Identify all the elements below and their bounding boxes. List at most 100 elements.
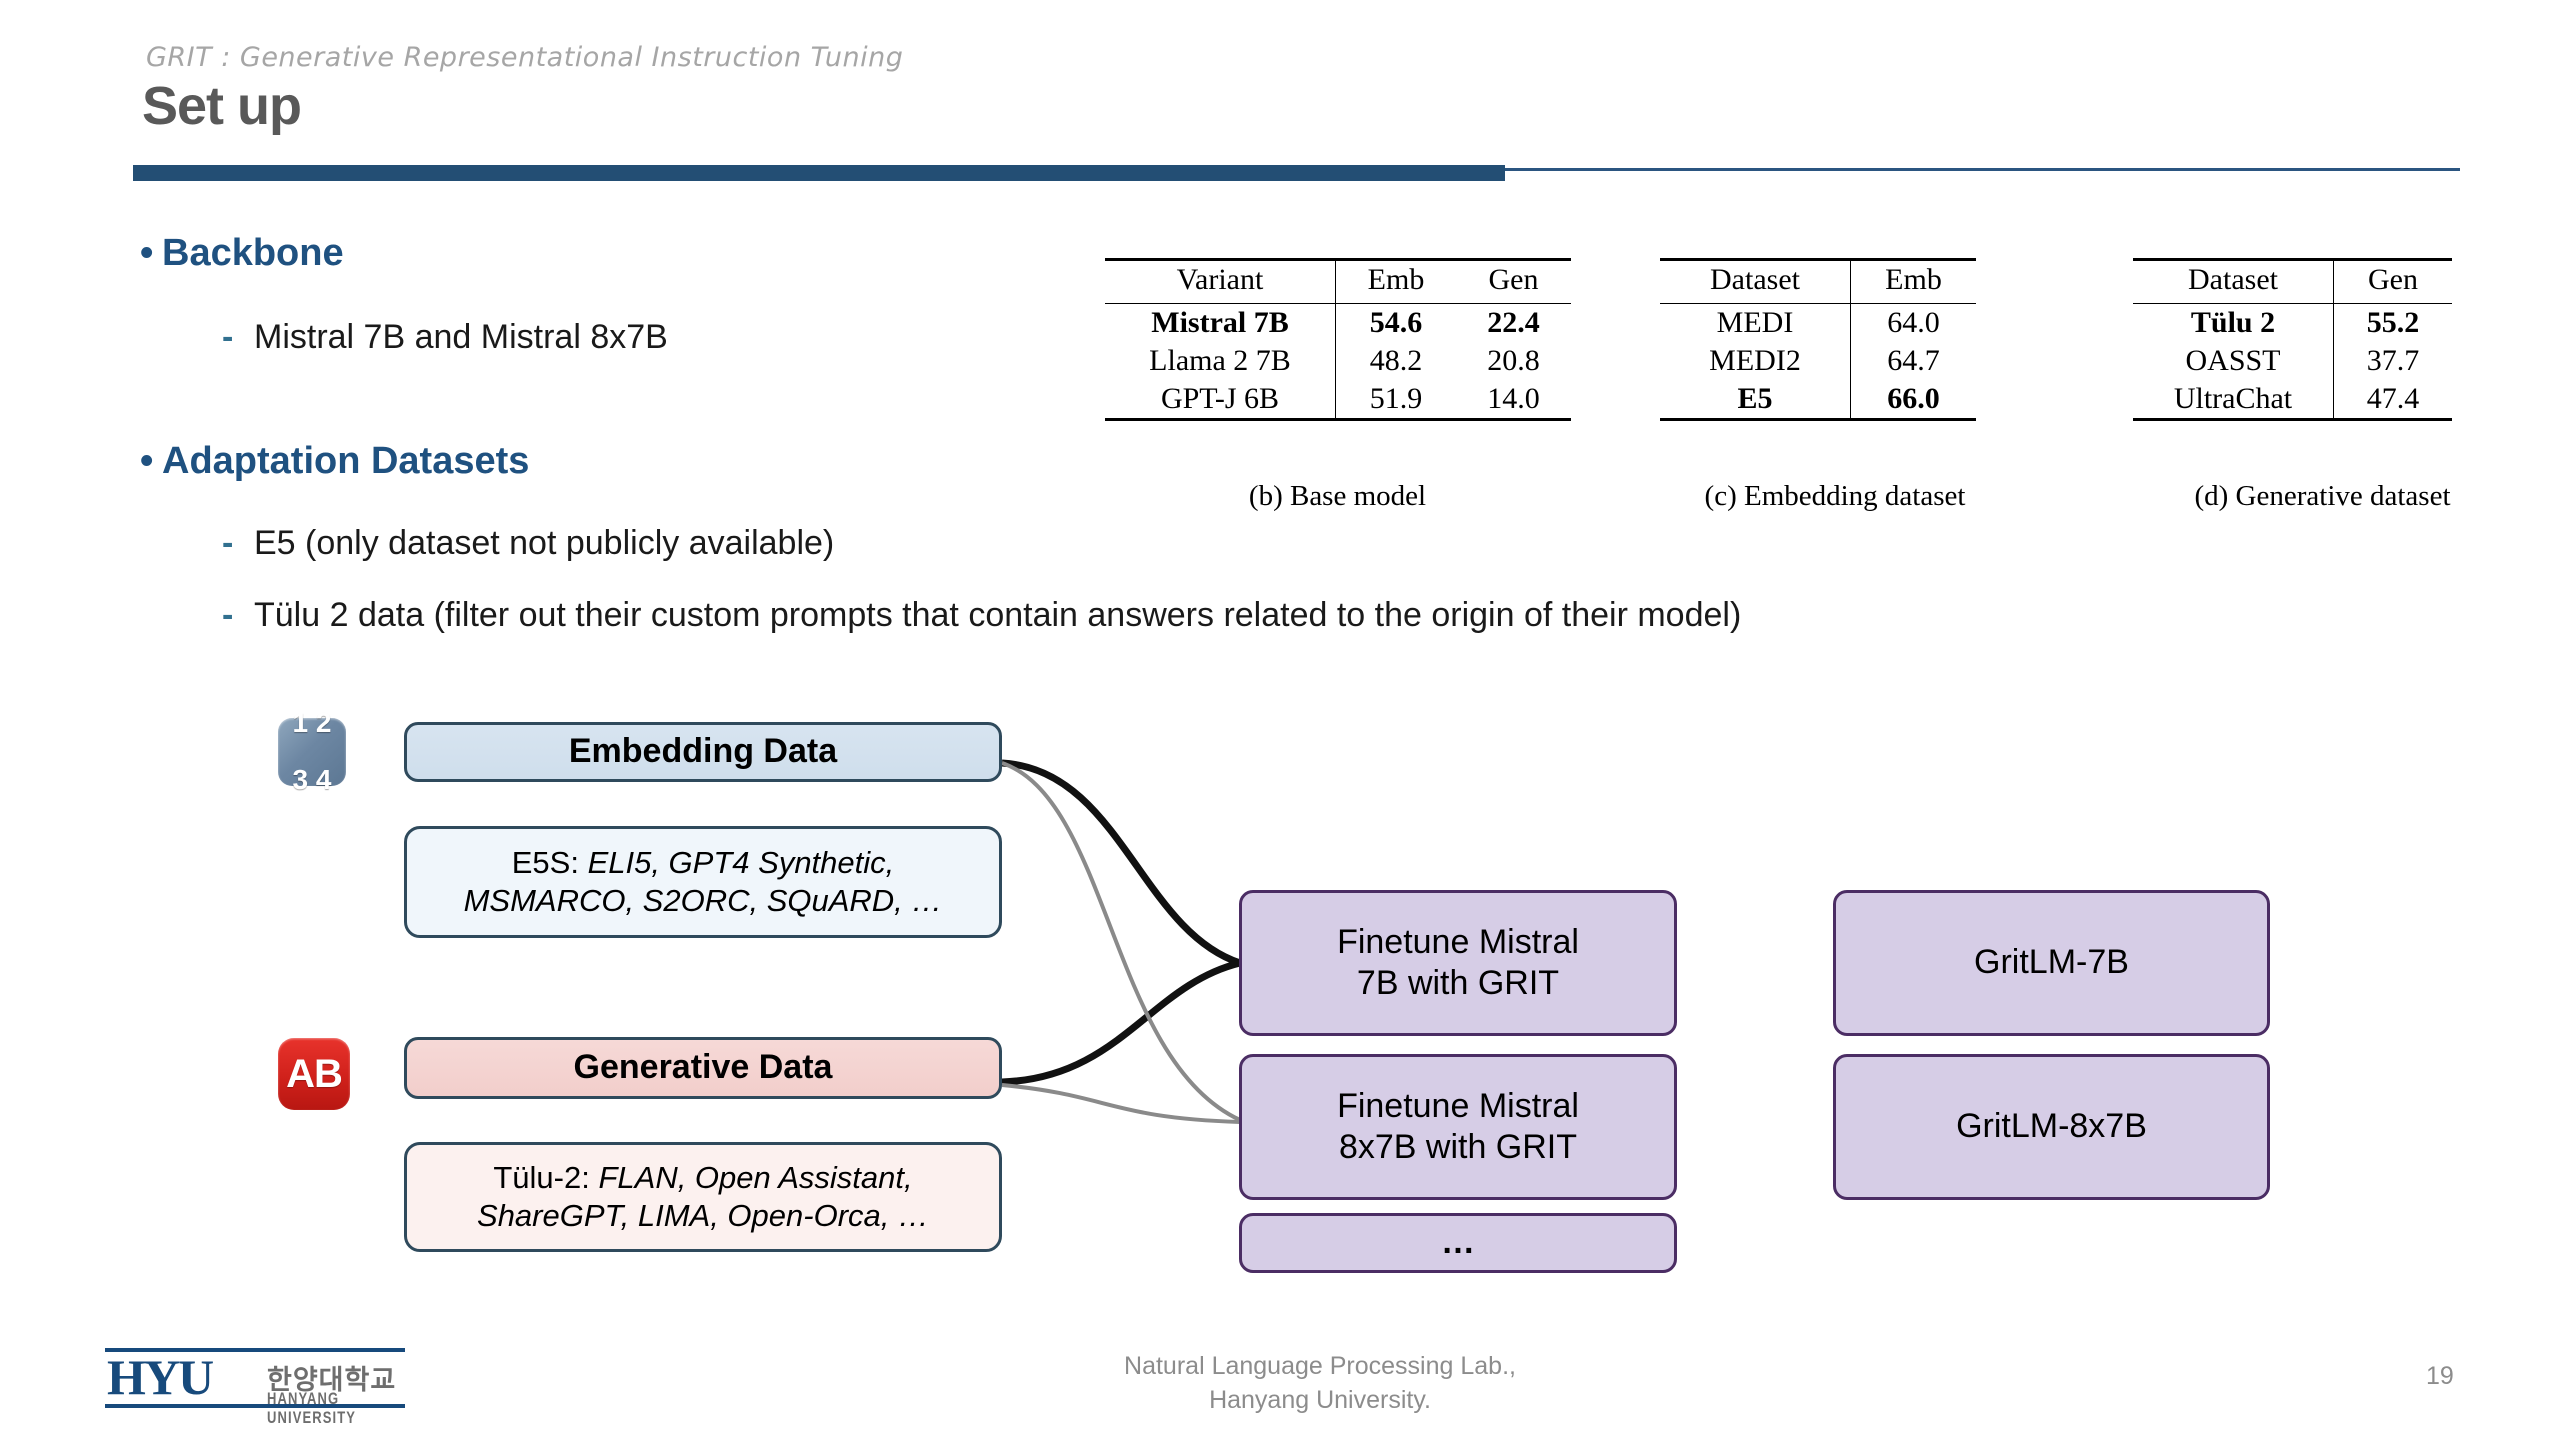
node-label-line1: Finetune Mistral: [1337, 922, 1579, 961]
bullet-backbone-sub-1: -Mistral 7B and Mistral 8x7B: [222, 318, 668, 357]
node-colon: :: [581, 1160, 599, 1196]
bullet-backbone: •Backbone: [140, 232, 344, 275]
node-label: …: [1441, 1223, 1475, 1262]
table-caption-embedding-dataset: (c) Embedding dataset: [1704, 480, 1966, 512]
column-header: Gen: [2333, 258, 2452, 299]
table-cell: 64.0: [1850, 303, 1976, 342]
logo-korean-name: 한양대학교: [267, 1365, 397, 1395]
node-label: Tülu-2: [493, 1160, 582, 1196]
table-generative-dataset: Dataset Gen Tülu 2 55.2 OASST 37.7 Ultra…: [2133, 258, 2452, 421]
table-cell: 22.4: [1487, 306, 1540, 339]
column-header: Dataset: [2133, 258, 2334, 299]
bullet-marker: •: [140, 440, 154, 482]
numbered-list-icon: 1 2 3 4: [278, 709, 346, 794]
node-label-line1: Finetune Mistral: [1337, 1086, 1579, 1125]
table-cell: 66.0: [1850, 380, 1976, 421]
table-caption-generative-dataset: (d) Generative dataset: [2194, 480, 2451, 512]
logo-english-name: HANYANG UNIVERSITY: [267, 1389, 357, 1427]
connector-embedding-to-finetune7b: [1001, 759, 1242, 967]
table-row: Mistral 7B 54.6 22.4: [1105, 303, 1571, 342]
table-cell: 55.2: [2333, 303, 2452, 342]
node-generative-data[interactable]: Generative Data: [404, 1037, 1002, 1099]
table-row: [2133, 299, 2452, 304]
table-cell: 20.8: [1487, 344, 1540, 377]
table-cell: Mistral 7B: [1151, 306, 1289, 339]
node-label: E5S: [511, 845, 571, 881]
column-header: Variant: [1105, 258, 1336, 299]
node-finetune-mistral-7b[interactable]: Finetune Mistral 7B with GRIT: [1239, 890, 1677, 1036]
connector-embedding-to-finetune8x7b: [1001, 761, 1241, 1122]
table-row: UltraChat 47.4: [2133, 380, 2452, 421]
column-header: Emb: [1335, 258, 1456, 299]
node-label: GritLM-8x7B: [1956, 1107, 2147, 1146]
table-row: OASST 37.7: [2133, 342, 2452, 380]
table-row: MEDI 64.0: [1660, 303, 1976, 342]
column-header: Emb: [1850, 258, 1976, 299]
node-label-line2: 7B with GRIT: [1356, 964, 1560, 1002]
node-items: ELI5, GPT4 Synthetic, MSMARCO, S2ORC, SQ…: [463, 845, 943, 918]
bullet-text: Tülu 2 data (filter out their custom pro…: [254, 596, 1742, 634]
bullet-marker: -: [222, 318, 234, 356]
table-row: GPT-J 6B 51.9 14.0: [1105, 380, 1571, 421]
node-generative-data-details[interactable]: Tülu-2: FLAN, Open Assistant, ShareGPT, …: [404, 1142, 1002, 1252]
bullet-text: Adaptation Datasets: [162, 440, 530, 482]
footer-lab-text: Natural Language Processing Lab., Hanyan…: [1110, 1350, 1530, 1418]
bullet-text: E5 (only dataset not publicly available): [254, 524, 835, 562]
table-cell: 64.7: [1850, 342, 1976, 380]
table-cell: 51.9: [1335, 380, 1456, 421]
node-gritlm-8x7b[interactable]: GritLM-8x7B: [1833, 1054, 2270, 1200]
numbered-list-icon-line1: 1 2: [292, 707, 332, 739]
table-row: MEDI2 64.7: [1660, 342, 1976, 380]
node-more-processes[interactable]: …: [1239, 1213, 1677, 1273]
table-cell: UltraChat: [2133, 380, 2334, 421]
logo-bar-top: [105, 1348, 405, 1352]
bullet-text: Mistral 7B and Mistral 8x7B: [254, 318, 668, 356]
table-cell: MEDI2: [1709, 344, 1801, 377]
table-cell: 37.7: [2333, 342, 2452, 380]
footer-line-1: Natural Language Processing Lab.,: [1124, 1352, 1516, 1380]
ab-text-icon: AB: [278, 1038, 350, 1110]
page-number: 19: [2426, 1362, 2454, 1390]
bullet-marker: -: [222, 596, 234, 634]
logo-mark: HYU: [107, 1349, 214, 1405]
table-row: Tülu 2 55.2: [2133, 303, 2452, 342]
table-cell: 47.4: [2333, 380, 2452, 421]
table-cell: 54.6: [1335, 303, 1456, 342]
table-cell: GPT-J 6B: [1105, 380, 1336, 421]
node-label: Generative Data: [573, 1048, 833, 1087]
table-caption-base-model: (b) Base model: [1248, 480, 1427, 512]
node-label-line2: 8x7B with GRIT: [1338, 1128, 1578, 1166]
bullet-marker: •: [140, 232, 154, 274]
logo-bar-bottom: [105, 1404, 405, 1408]
numbered-list-icon-line2: 3 4: [292, 764, 332, 796]
table-embedding-dataset: Dataset Emb MEDI 64.0 MEDI2 64.7 E5 66.0: [1660, 258, 1976, 421]
table-base-model: Variant Emb Gen Mistral 7B 54.6 22.4 Lla…: [1105, 258, 1571, 421]
node-items: FLAN, Open Assistant, ShareGPT, LIMA, Op…: [477, 1160, 929, 1233]
table-cell: 48.2: [1335, 342, 1456, 380]
bullet-adaptation-sub-2: -Tülu 2 data (filter out their custom pr…: [222, 596, 1741, 635]
table-cell: Llama 2 7B: [1149, 344, 1291, 377]
node-embedding-data[interactable]: Embedding Data: [404, 722, 1002, 782]
header-rule-thick: [133, 165, 1505, 181]
connector-generative-to-finetune7b: [1001, 959, 1241, 1086]
connector-generative-to-finetune8x7b: [1001, 1083, 1241, 1124]
table-row: E5 66.0: [1660, 380, 1976, 421]
table-cell: MEDI: [1716, 306, 1794, 339]
node-embedding-data-details[interactable]: E5S: ELI5, GPT4 Synthetic, MSMARCO, S2OR…: [404, 826, 1002, 938]
node-gritlm-7b[interactable]: GritLM-7B: [1833, 890, 2270, 1036]
column-header: Gen: [1456, 258, 1571, 299]
bullet-adaptation-datasets: •Adaptation Datasets: [140, 440, 529, 483]
node-label: Embedding Data: [568, 732, 838, 771]
footer-line-2: Hanyang University.: [1209, 1385, 1431, 1414]
hyu-logo: HYU 한양대학교 HANYANG UNIVERSITY: [105, 1348, 405, 1427]
page-title: Set up: [142, 76, 302, 136]
bullet-adaptation-sub-1: -E5 (only dataset not publicly available…: [222, 524, 834, 563]
node-label: GritLM-7B: [1974, 943, 2129, 982]
table-cell: 14.0: [1456, 380, 1571, 421]
node-finetune-mistral-8x7b[interactable]: Finetune Mistral 8x7B with GRIT: [1239, 1054, 1677, 1200]
ab-text-icon-label: AB: [286, 1051, 343, 1096]
bullet-text: Backbone: [162, 232, 344, 274]
slide-kicker: GRIT : Generative Representational Instr…: [146, 42, 904, 73]
table-cell: OASST: [2185, 344, 2281, 377]
